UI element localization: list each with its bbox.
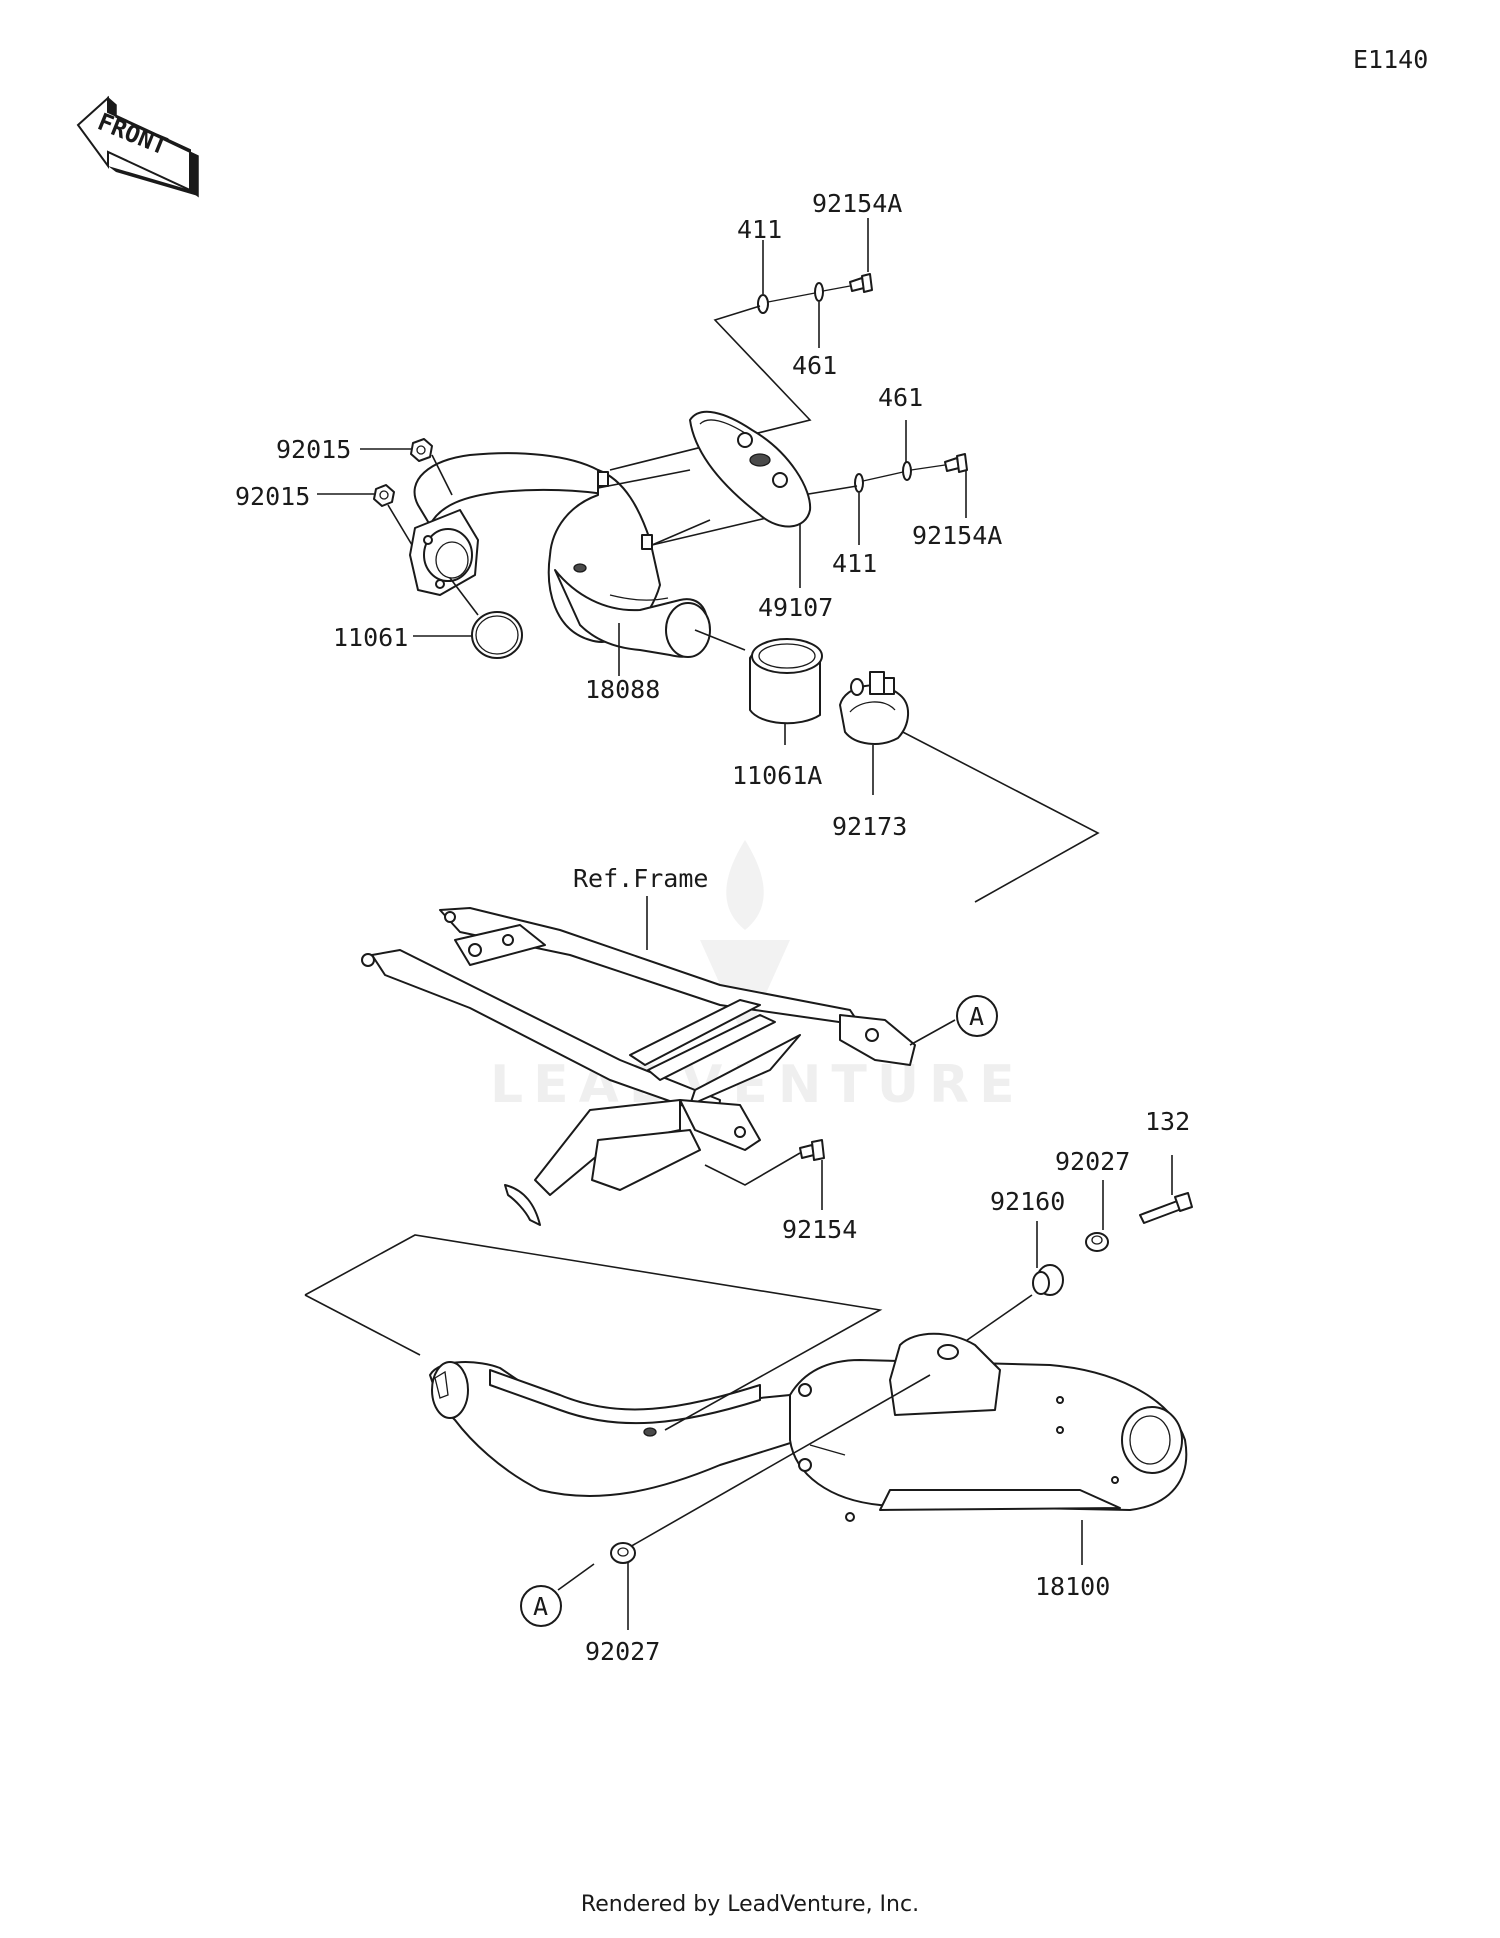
label-92154: 92154 xyxy=(782,1215,857,1244)
sleeve-11061A xyxy=(749,638,823,725)
label-11061: 11061 xyxy=(333,623,408,652)
label-132: 132 xyxy=(1145,1107,1190,1136)
label-92015-b: 92015 xyxy=(235,482,310,511)
label-11061A: 11061A xyxy=(732,761,822,790)
hardware-top xyxy=(757,273,968,493)
leader-lines-header xyxy=(317,448,1100,903)
callout-a-bottom-letter: A xyxy=(533,1592,548,1621)
header-pipe-18088 xyxy=(409,452,711,658)
muffler-leaders xyxy=(304,1234,1083,1630)
callout-a-top-letter: A xyxy=(969,1002,984,1031)
ref-frame-label: Ref.Frame xyxy=(573,864,708,893)
label-461-right: 461 xyxy=(878,383,923,412)
heat-shield-49107 xyxy=(689,410,812,528)
label-49107: 49107 xyxy=(758,593,833,622)
gasket-11061 xyxy=(471,611,523,659)
hardware-muffler-mount xyxy=(959,1155,1193,1346)
label-18088: 18088 xyxy=(585,675,660,704)
bolt-92154 xyxy=(704,1139,825,1210)
clamp-92173 xyxy=(839,671,909,745)
muffler-18100 xyxy=(429,1332,1188,1522)
label-92027-top: 92027 xyxy=(1055,1147,1130,1176)
diagram-id: E1140 xyxy=(1353,45,1428,74)
label-18100: 18100 xyxy=(1035,1572,1110,1601)
label-92027-bottom: 92027 xyxy=(585,1637,660,1666)
render-credit: Rendered by LeadVenture, Inc. xyxy=(580,1892,920,1917)
label-92015-a: 92015 xyxy=(276,435,351,464)
frame-leaders: A xyxy=(646,896,998,1046)
nuts-92015 xyxy=(373,438,433,507)
label-92173: 92173 xyxy=(832,812,907,841)
label-411-right: 411 xyxy=(832,549,877,578)
label-92160: 92160 xyxy=(990,1187,1065,1216)
label-92154A-top: 92154A xyxy=(812,189,902,218)
callout-a-top xyxy=(956,995,998,1037)
label-92154A-right: 92154A xyxy=(912,521,1002,550)
label-461-top: 461 xyxy=(792,351,837,380)
reference-frame xyxy=(361,907,916,1226)
washer-92027-bottom xyxy=(610,1542,636,1564)
label-411-top: 411 xyxy=(737,215,782,244)
front-arrow-icon: FRONT xyxy=(76,95,199,198)
callout-a-bottom xyxy=(520,1585,562,1627)
